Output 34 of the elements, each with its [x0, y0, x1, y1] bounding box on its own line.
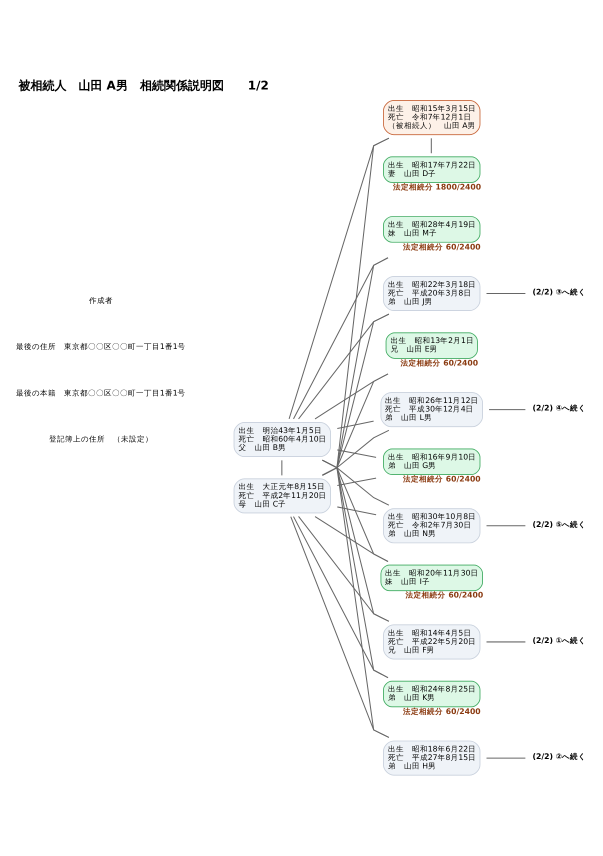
connector [337, 506, 376, 516]
node-label: 法定相続分 60/2400 [400, 358, 478, 368]
connector [322, 460, 390, 506]
connector [298, 516, 390, 622]
node-text: (2/2) ④へ続く [532, 404, 586, 413]
node-label: 法定相続分 1800/2400 [392, 182, 482, 192]
connector [314, 516, 388, 562]
diagram-title: 被相続人 山田 A男 相続関係説明図 1/2 [18, 78, 269, 93]
connector [322, 257, 388, 476]
label: 作成者 [88, 296, 113, 306]
node-label: 法定相続分 60/2400 [403, 706, 481, 716]
node-text: (2/2) ⑤へ続く [532, 520, 586, 529]
connector [337, 478, 376, 486]
connector [281, 460, 282, 476]
connector [430, 138, 432, 154]
connector [486, 525, 526, 526]
connector [322, 138, 390, 476]
connector [486, 758, 526, 759]
label: 登記簿上の住所 （未設定） [48, 434, 153, 444]
connector [486, 641, 526, 642]
node-label: 法定相続分 60/2400 [403, 242, 481, 252]
connector [337, 449, 376, 458]
label: 最後の本籍 東京都〇〇区〇〇町一丁目1番1号 [16, 388, 186, 398]
node-text: (2/2) ③へ続く [532, 288, 586, 297]
label: 最後の住所 東京都〇〇区〇〇町一丁目1番1号 [16, 342, 186, 352]
node-text: (2/2) ②へ続く [532, 752, 586, 762]
connector [290, 516, 390, 738]
node-label: 法定相続分 60/2400 [406, 590, 484, 600]
node-label: 法定相続分 60/2400 [403, 474, 481, 484]
connector [489, 409, 526, 410]
connector [486, 292, 526, 294]
connector [337, 420, 374, 429]
connector [293, 516, 388, 678]
node-text: (2/2) ①へ続く [532, 636, 586, 645]
